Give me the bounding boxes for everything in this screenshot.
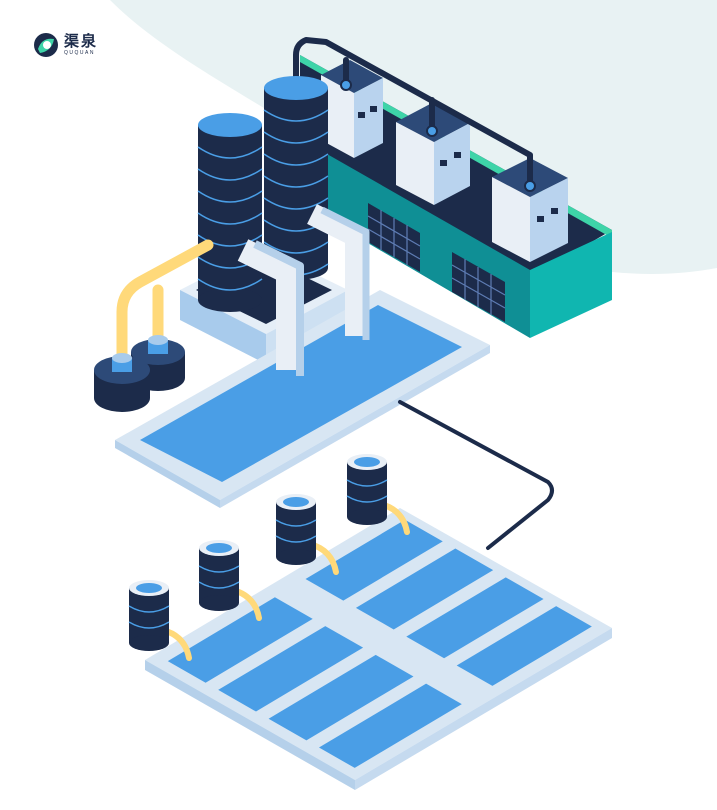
filter-bed-cell	[355, 548, 494, 630]
water-tanks	[128, 454, 410, 661]
filter-tower	[197, 113, 263, 312]
factory-window	[367, 203, 421, 272]
filter-bed-cell	[305, 519, 443, 601]
brand-name-cn: 渠泉	[64, 32, 99, 50]
water-tank	[128, 580, 192, 661]
water-tank	[346, 454, 410, 535]
filtration-beds	[145, 508, 612, 790]
filter-bed-cells	[167, 519, 592, 768]
yellow-pipe	[116, 239, 214, 366]
filter-bed-cell	[167, 597, 313, 683]
leaf-drop-icon	[34, 33, 58, 57]
roof-unit	[321, 60, 383, 158]
filter-tower	[263, 76, 329, 280]
filter-towers	[197, 76, 329, 312]
factory-window	[451, 252, 506, 322]
roof-pipe	[293, 37, 533, 186]
roof-unit	[396, 103, 470, 205]
white-pipe	[237, 239, 304, 376]
brand-logo[interactable]: 渠泉 QUQUAN	[32, 28, 98, 62]
connection-pipe	[398, 400, 554, 550]
filter-bed-cell	[218, 626, 364, 712]
settling-tank	[115, 290, 490, 508]
white-pipe	[307, 204, 370, 340]
water-tank	[198, 540, 262, 621]
filter-bed-cell	[319, 683, 462, 768]
filter-bed-cell	[406, 577, 544, 659]
filter-bed-cell	[456, 606, 592, 686]
filter-bed-cell	[268, 654, 414, 741]
water-tank	[275, 494, 339, 575]
pump-unit	[94, 353, 150, 412]
brand-name-en: QUQUAN	[64, 50, 95, 56]
